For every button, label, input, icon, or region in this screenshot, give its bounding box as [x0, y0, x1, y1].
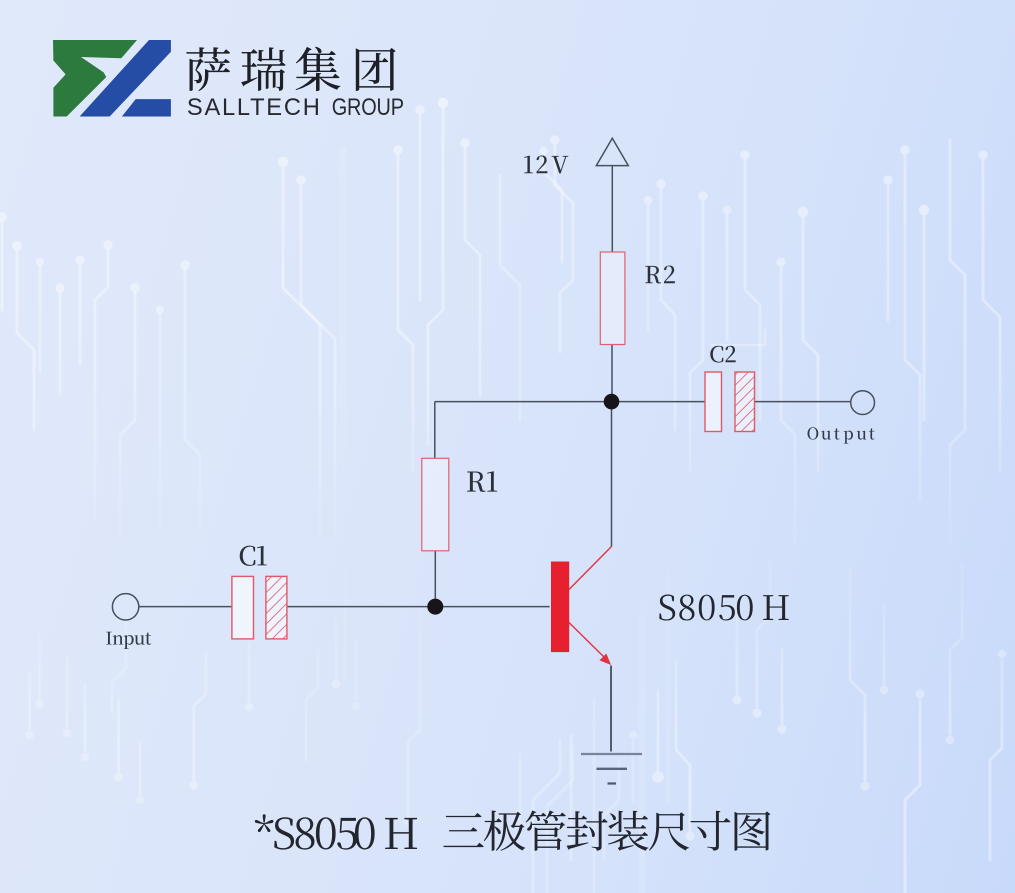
svg-text:SALLTECH: SALLTECH	[187, 95, 322, 121]
svg-text:GROUP: GROUP	[332, 93, 404, 120]
